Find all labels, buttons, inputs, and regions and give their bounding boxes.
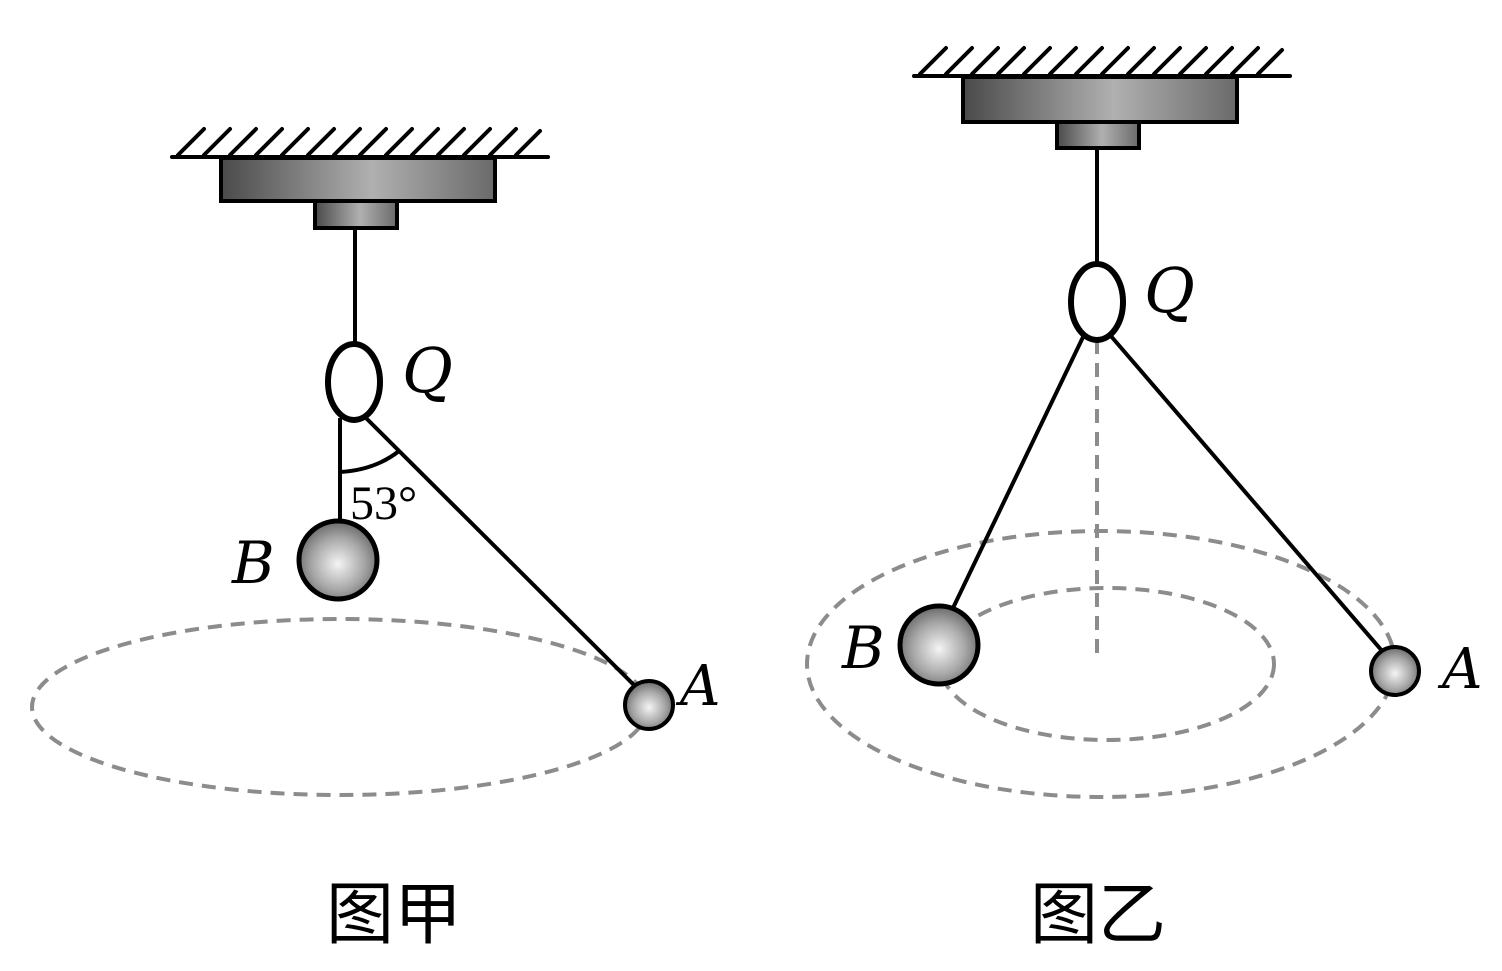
ball-b-right: [897, 603, 981, 687]
string-to-b-right: [951, 334, 1086, 609]
ball-a-right: [1369, 645, 1421, 697]
ceiling-mount-right: [961, 75, 1239, 124]
label-ball-a: A: [675, 654, 720, 719]
ring-q-right: [1068, 261, 1126, 343]
angle-arc: [339, 449, 401, 474]
mount-stub: [313, 199, 399, 230]
caption-right: 图乙: [1030, 876, 1166, 955]
label-ring-q-right: Q: [1144, 254, 1195, 327]
label-ball-b: B: [231, 529, 275, 597]
label-ball-b-right: B: [841, 614, 885, 682]
figure-left: Q B A 53° 图甲: [30, 127, 720, 955]
string-to-a: [364, 416, 641, 692]
ball-a: [623, 679, 675, 731]
ball-b: [296, 518, 380, 602]
figure-right: Q B A 图乙: [805, 46, 1482, 955]
string-to-a-right: [1108, 333, 1385, 654]
label-ball-a-right: A: [1437, 637, 1482, 702]
ceiling-mount: [219, 156, 497, 203]
orbit-inner-ellipse: [938, 586, 1276, 742]
label-angle: 53°: [350, 477, 417, 530]
mount-stub-right: [1055, 120, 1141, 150]
orbit-outer-ellipse: [805, 529, 1397, 799]
label-ring-q: Q: [402, 334, 453, 407]
ring-q: [325, 341, 383, 423]
orbit-ellipse: [30, 617, 650, 797]
caption-left: 图甲: [326, 876, 462, 955]
ceiling-hatch: [170, 127, 550, 159]
ceiling-hatch-right: [912, 46, 1292, 78]
